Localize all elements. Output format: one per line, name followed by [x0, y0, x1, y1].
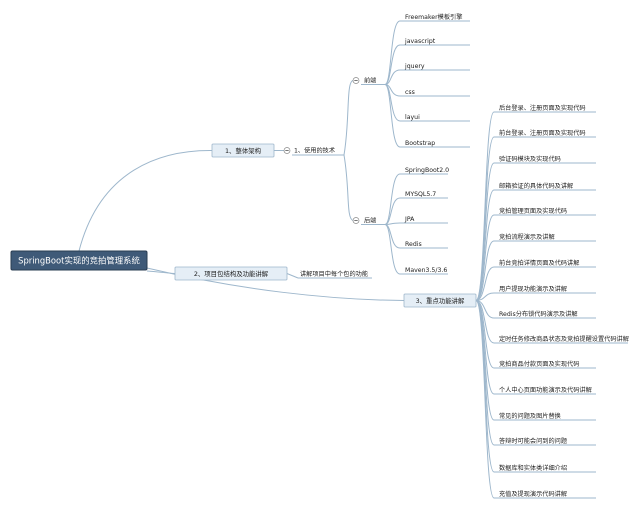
- connector: [475, 292, 495, 301]
- svg-text:Freemaker模板引擎: Freemaker模板引擎: [405, 13, 462, 21]
- leaf-javascript[interactable]: javascript: [404, 38, 436, 45]
- svg-text:Bootstrap: Bootstrap: [405, 140, 435, 147]
- leaf-redis[interactable]: Redis: [405, 241, 422, 248]
- feature-list: 后台登录、注册页面及实现代码前台登录、注册页面及实现代码验证码模块及实现代码邮箱…: [499, 104, 629, 498]
- feature-leaf[interactable]: 定时任务修改商品状态及竞拍提醒设置代码讲解: [499, 335, 629, 343]
- feature-leaf[interactable]: 前台竞拍详情页面及代码讲解: [499, 259, 579, 267]
- connector: [384, 84, 401, 122]
- feature-leaf[interactable]: 前台登录、注册页面及实现代码: [499, 129, 586, 137]
- svg-text:layui: layui: [405, 114, 420, 121]
- connector: [475, 266, 495, 301]
- feature-leaf[interactable]: 充值及提现演示代码讲解: [499, 490, 567, 498]
- connector: [343, 154, 354, 221]
- connector: [475, 162, 495, 301]
- root-label: SpringBoot实现的竞拍管理系统: [18, 256, 140, 266]
- topic-package-desc: 讲解项目中每个包的功能: [300, 270, 368, 278]
- branch-label: 1、整体架构: [225, 146, 261, 155]
- branch-label: 2、项目包结构及功能讲解: [194, 269, 269, 278]
- leaf-layui[interactable]: layui: [405, 114, 420, 121]
- svg-text:SpringBoot2.0: SpringBoot2.0: [405, 167, 449, 174]
- branch-label: 3、重点功能讲解: [416, 296, 465, 305]
- connector: [475, 240, 495, 301]
- topic-frontend-label: 前端: [364, 77, 376, 85]
- leaf-mysql[interactable]: MYSQL5.7: [405, 191, 436, 198]
- connector: [475, 189, 495, 301]
- topic-tech-label: 1、使用的技术: [294, 147, 335, 155]
- connector: [384, 224, 401, 275]
- leaf-jpa[interactable]: JPA: [404, 216, 415, 223]
- connector: [475, 300, 495, 499]
- leaf-maven[interactable]: Maven3.5/3.6: [405, 267, 447, 274]
- connector: [78, 149, 213, 252]
- svg-text:Maven3.5/3.6: Maven3.5/3.6: [405, 267, 447, 274]
- leaf-jquery[interactable]: jquery: [404, 63, 425, 70]
- feature-leaf[interactable]: 数据库和实体类详细介绍: [499, 464, 567, 472]
- connector-lines: [78, 20, 628, 499]
- feature-leaf[interactable]: 验证码模块及实现代码: [499, 155, 561, 163]
- svg-text:JPA: JPA: [404, 216, 415, 223]
- topic-backend-label: 后端: [364, 217, 376, 225]
- svg-text:javascript: javascript: [404, 38, 436, 45]
- connector: [286, 273, 299, 279]
- svg-text:jquery: jquery: [404, 63, 425, 70]
- connector: [384, 84, 401, 148]
- feature-leaf[interactable]: 答辩时可能会问到的问题: [499, 437, 567, 445]
- connector: [475, 300, 495, 473]
- leaf-bootstrap[interactable]: Bootstrap: [405, 140, 435, 147]
- collapse-button[interactable]: [283, 147, 291, 154]
- connector: [384, 44, 401, 85]
- feature-leaf[interactable]: Redis分布锁代码演示及讲解: [499, 310, 578, 318]
- feature-leaf[interactable]: 竞拍管理页面及实现代码: [499, 207, 567, 215]
- feature-leaf[interactable]: 常见的问题及图片替换: [499, 412, 561, 420]
- feature-leaf[interactable]: 个人中心页面功能演示及代码讲解: [499, 386, 592, 394]
- collapse-button[interactable]: [352, 217, 360, 224]
- feature-leaf[interactable]: 竞拍商品付款页面及实现代码: [499, 360, 579, 368]
- branch-node-architecture[interactable]: 1、整体架构: [211, 143, 275, 158]
- connector: [475, 214, 495, 301]
- connector: [384, 69, 401, 85]
- feature-leaf[interactable]: 竞拍流程演示及讲解: [499, 233, 555, 241]
- svg-text:MYSQL5.7: MYSQL5.7: [405, 191, 436, 198]
- leaf-freemaker[interactable]: Freemaker模板引擎: [405, 13, 462, 21]
- svg-text:css: css: [405, 89, 415, 96]
- connector: [384, 197, 401, 225]
- svg-text:Redis: Redis: [405, 241, 422, 248]
- feature-leaf[interactable]: 后台登录、注册页面及实现代码: [499, 104, 586, 112]
- branch-node-key-features[interactable]: 3、重点功能讲解: [403, 293, 477, 308]
- connector: [384, 173, 401, 225]
- connector: [343, 80, 354, 156]
- branch-node-package-structure[interactable]: 2、项目包结构及功能讲解: [174, 266, 288, 281]
- feature-leaf[interactable]: 邮箱验证的具体代码及讲解: [499, 182, 573, 190]
- feature-leaf[interactable]: 用户提现功能演示及讲解: [499, 285, 567, 293]
- connector: [475, 136, 495, 301]
- root-node[interactable]: SpringBoot实现的竞拍管理系统: [10, 250, 148, 271]
- collapse-button[interactable]: [352, 77, 360, 84]
- leaf-springboot[interactable]: SpringBoot2.0: [405, 167, 449, 174]
- leaf-css[interactable]: css: [405, 89, 415, 96]
